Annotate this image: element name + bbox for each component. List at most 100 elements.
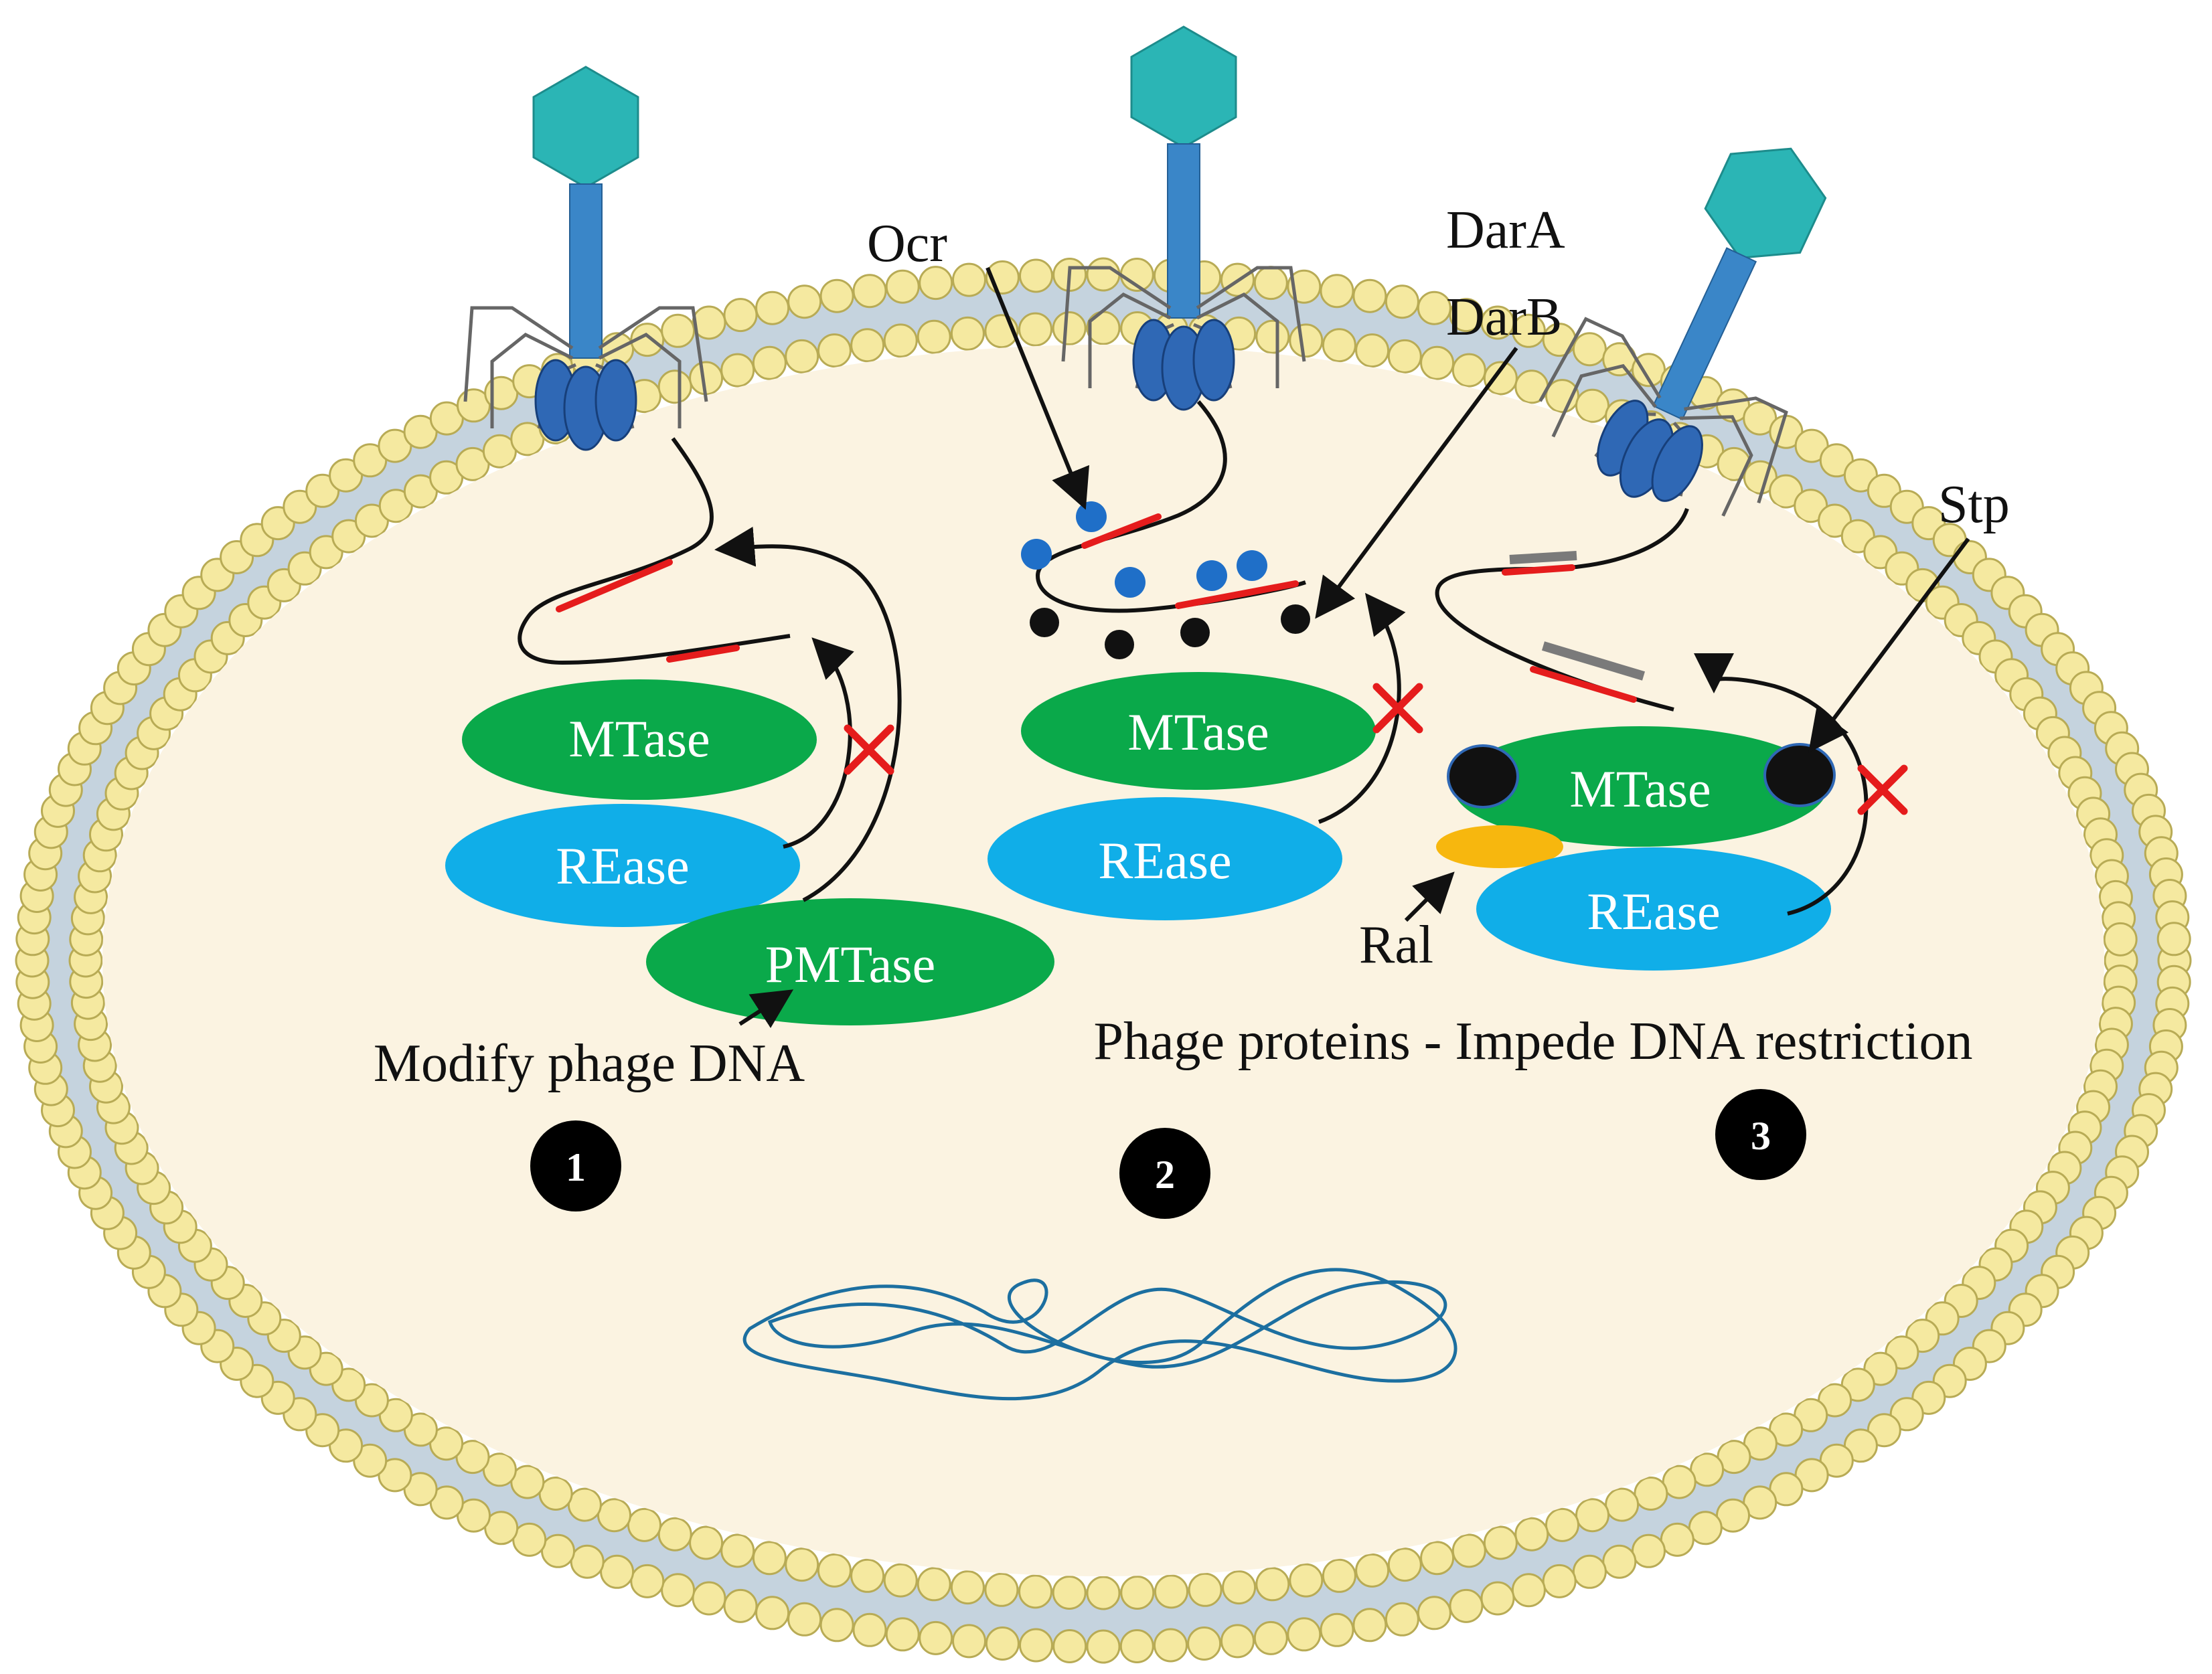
lipid-head — [600, 1554, 635, 1589]
chromosome-icon — [742, 1268, 1457, 1401]
mtase-enzyme — [1453, 726, 1828, 847]
lipid-head — [630, 323, 665, 357]
lipid-head — [1086, 1629, 1121, 1664]
lipid-head — [1086, 1576, 1121, 1610]
lipid-head — [785, 1547, 819, 1582]
lipid-head — [630, 1564, 665, 1598]
lipid-head — [1483, 1525, 1518, 1560]
mtase-label: MTase — [568, 709, 710, 768]
lipid-head — [952, 262, 986, 297]
dar-protein — [1180, 618, 1210, 647]
lipid-head — [1253, 1620, 1288, 1655]
dar-protein — [1030, 608, 1059, 637]
lipid-head — [1052, 311, 1087, 345]
lipid-head — [1545, 1507, 1579, 1542]
lipid-head — [1385, 1602, 1419, 1637]
rease-label: REase — [1587, 882, 1720, 940]
panel-2-dna-mimic: MTase REase Ocr DarA DarB Phage proteins… — [867, 25, 1973, 1219]
lipid-head — [917, 1567, 951, 1602]
pmtase-label: PMTase — [765, 935, 936, 993]
phage-tail — [1652, 247, 1757, 420]
lipid-head — [720, 1533, 755, 1568]
phage-tail — [569, 183, 603, 359]
lipid-head — [538, 1477, 573, 1511]
hemimethylated-strand-bar — [1541, 641, 1646, 681]
baseplate — [1192, 319, 1235, 402]
capsid — [532, 66, 639, 189]
lipid-head — [1120, 1576, 1155, 1610]
lipid-head — [1385, 284, 1419, 319]
lipid-head — [689, 1525, 724, 1560]
lipid-head — [1220, 1624, 1255, 1659]
lipid-head — [1018, 1574, 1052, 1609]
modify-label-arrow — [738, 989, 794, 1028]
stp-protein — [1447, 744, 1519, 809]
lipid-head — [1483, 361, 1518, 396]
lipid-head — [692, 1581, 726, 1616]
bacteriophage-icon — [1538, 147, 1827, 517]
ocr-protein — [1196, 560, 1227, 591]
impede-restriction-label: Phage proteins - Impede DNA restriction — [1093, 1012, 1972, 1071]
lipid-head — [1387, 1547, 1422, 1582]
dar-pointer — [1315, 347, 1518, 619]
lipid-head — [1322, 1558, 1356, 1593]
lipid-head — [1019, 1628, 1053, 1663]
red-cross-icon — [844, 724, 894, 775]
capsid — [1130, 25, 1237, 149]
lipid-head — [850, 328, 885, 363]
lipid-head — [1154, 1574, 1188, 1609]
lipid-head — [1602, 1544, 1637, 1579]
lipid-head — [917, 319, 951, 354]
lipid-tail-band — [28, 270, 2179, 1651]
lipid-head — [1287, 1617, 1322, 1652]
lipid-head — [787, 1602, 822, 1637]
lipid-head — [852, 274, 887, 309]
lipid-head — [657, 369, 692, 404]
pmtase-modify-arrow — [714, 526, 902, 902]
cytoplasm — [102, 345, 2104, 1576]
lipid-head — [752, 345, 787, 380]
lipid-head — [1255, 319, 1290, 354]
lipid-head — [755, 290, 790, 325]
outer-lipid-heads — [15, 257, 2192, 1664]
lipid-head — [1222, 1570, 1257, 1605]
lipid-head — [919, 1620, 953, 1655]
lipid-head — [1572, 332, 1607, 367]
mtase-enzyme — [1021, 672, 1376, 790]
lipid-head — [1322, 328, 1356, 363]
ocr-protein — [1076, 501, 1107, 532]
darb-label: DarB — [1446, 288, 1562, 347]
pmtase-enzyme — [646, 898, 1054, 1025]
phage-dna — [518, 437, 791, 665]
lipid-head — [1449, 1588, 1484, 1623]
lipid-head — [1320, 1612, 1354, 1647]
step-badge: 2 — [1119, 1128, 1210, 1219]
lipid-head — [819, 278, 854, 313]
restriction-site — [1175, 580, 1299, 609]
lipid-head — [657, 1517, 692, 1552]
lipid-head — [1352, 1608, 1387, 1643]
bacteriophage-icon — [1061, 25, 1306, 411]
rease-enzyme — [1476, 847, 1831, 971]
step-number: 1 — [566, 1145, 586, 1189]
lipid-head — [1420, 345, 1455, 380]
baseplate — [595, 359, 637, 442]
lipid-head — [852, 1612, 887, 1647]
lipid-head — [817, 333, 852, 368]
rease-blocked-arrow — [1318, 592, 1406, 824]
lipid-head — [755, 1596, 790, 1630]
lipid-head — [1451, 1533, 1486, 1568]
lipid-head — [985, 1626, 1020, 1661]
rease-label: REase — [1098, 831, 1231, 890]
lipid-head — [952, 1624, 986, 1659]
capsid — [1704, 147, 1827, 259]
lipid-head — [661, 1573, 696, 1608]
restriction-site — [1081, 513, 1162, 549]
ral-pointer — [1404, 871, 1455, 922]
lipid-head — [1188, 1572, 1222, 1607]
phage-dna — [1435, 508, 1689, 712]
lipid-head — [984, 1572, 1019, 1607]
ocr-protein — [1021, 539, 1052, 570]
lipid-head — [723, 298, 758, 333]
